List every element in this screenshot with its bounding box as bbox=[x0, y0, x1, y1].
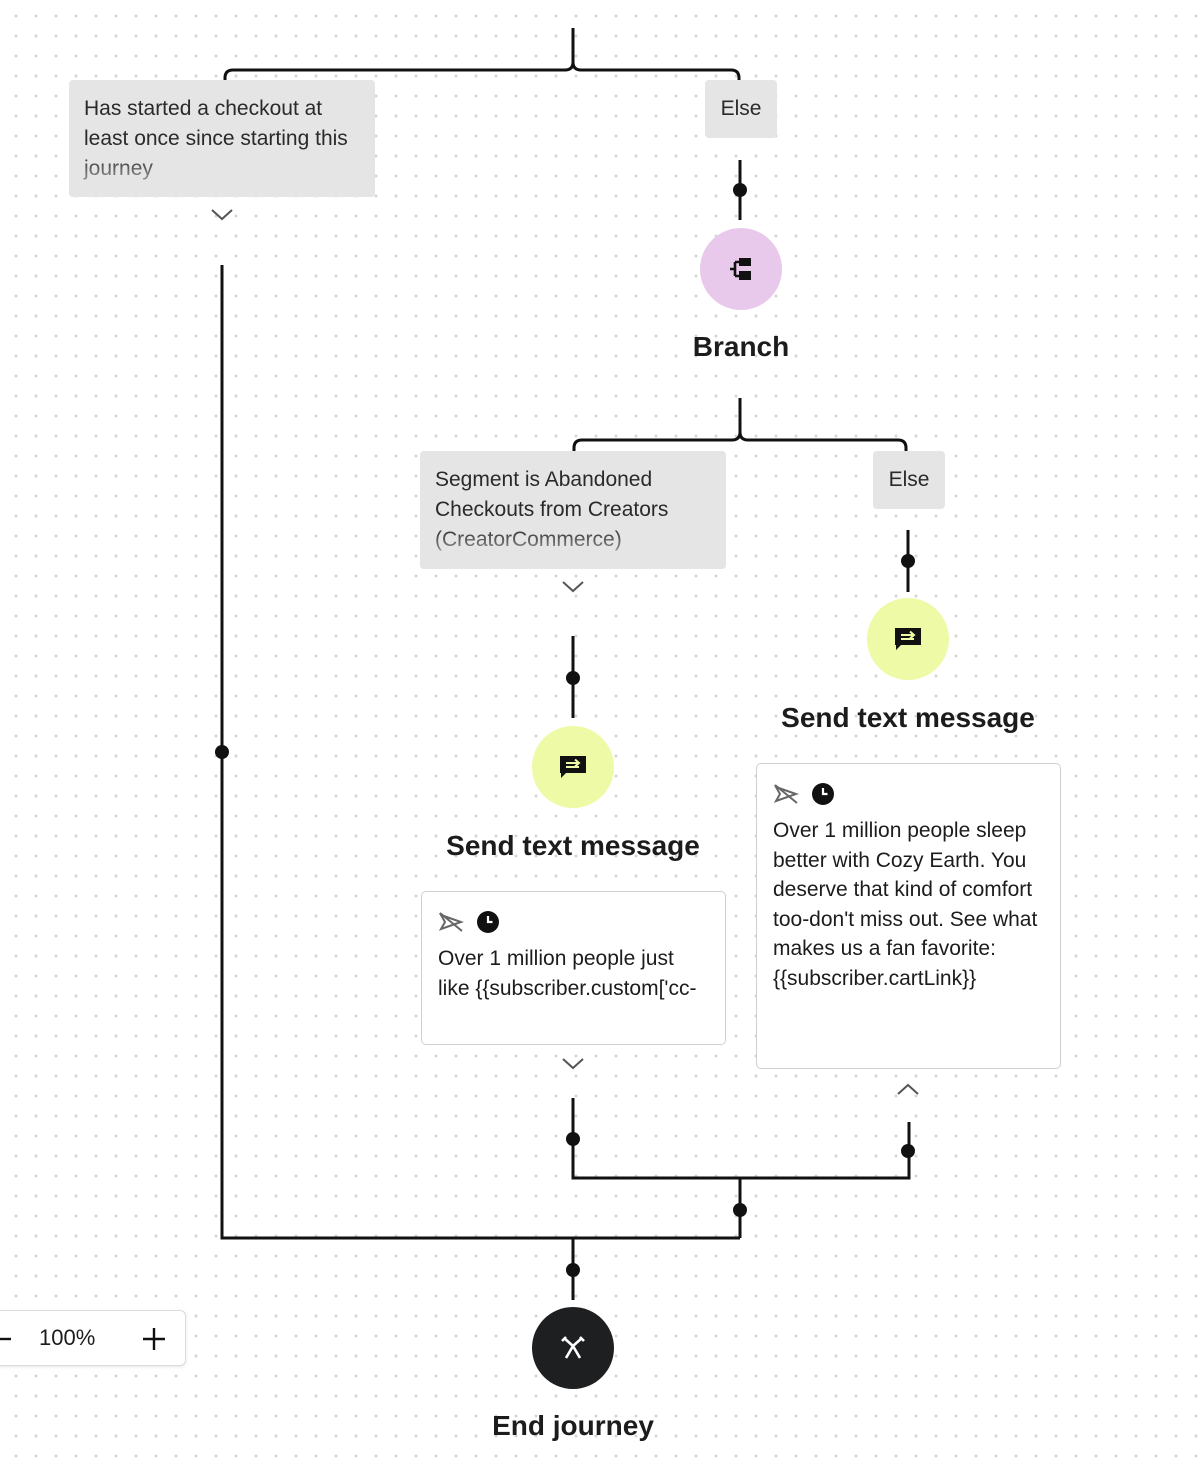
message-text-right: Over 1 million people sleep better with … bbox=[773, 819, 1038, 990]
chevron-up-icon[interactable] bbox=[896, 1082, 920, 1096]
minus-icon bbox=[0, 1337, 11, 1341]
chevron-down-icon[interactable] bbox=[210, 208, 234, 222]
send-text-title-right: Send text message bbox=[781, 702, 1035, 733]
end-journey-title: End journey bbox=[492, 1410, 654, 1441]
send-text-node-left[interactable] bbox=[532, 726, 614, 808]
zoom-out-button[interactable] bbox=[0, 1324, 17, 1354]
condition-segment[interactable]: Segment is Abandoned Checkouts from Crea… bbox=[420, 451, 726, 569]
message-card-icons bbox=[438, 910, 500, 934]
chevron-down-icon[interactable] bbox=[561, 580, 585, 594]
else-condition-top[interactable]: Else bbox=[705, 80, 777, 138]
message-card-right[interactable]: Over 1 million people sleep better with … bbox=[756, 763, 1061, 1069]
message-fade bbox=[422, 1000, 725, 1044]
chevron-down-icon[interactable] bbox=[561, 1057, 585, 1071]
send-text-node-right[interactable] bbox=[867, 598, 949, 680]
message-send-icon bbox=[560, 756, 586, 778]
end-journey-icon bbox=[561, 1336, 585, 1359]
send-off-icon bbox=[773, 784, 799, 804]
branch-icon bbox=[730, 258, 751, 280]
zoom-level: 100% bbox=[39, 1325, 96, 1350]
send-off-icon bbox=[438, 912, 464, 932]
condition-fade bbox=[69, 155, 375, 197]
zoom-in-button[interactable] bbox=[139, 1324, 169, 1354]
send-text-title-left: Send text message bbox=[446, 830, 700, 861]
else-condition-nested[interactable]: Else bbox=[873, 451, 945, 509]
clock-icon bbox=[812, 783, 834, 805]
clock-icon bbox=[477, 911, 499, 933]
plus-icon bbox=[143, 1328, 165, 1350]
condition-fade bbox=[420, 527, 726, 569]
else-label: Else bbox=[720, 97, 762, 120]
message-text-left: Over 1 million people just like {{subscr… bbox=[438, 947, 697, 1000]
end-journey-node[interactable] bbox=[532, 1307, 614, 1389]
message-send-icon bbox=[895, 628, 921, 650]
else-label: Else bbox=[888, 468, 930, 491]
message-card-icons bbox=[773, 782, 835, 806]
condition-started-checkout[interactable]: Has started a checkout at least once sin… bbox=[69, 80, 375, 197]
message-card-left[interactable]: Over 1 million people just like {{subscr… bbox=[421, 891, 726, 1045]
zoom-control: 100% bbox=[0, 1310, 186, 1366]
branch-title: Branch bbox=[692, 331, 790, 362]
branch-node[interactable] bbox=[700, 228, 782, 310]
